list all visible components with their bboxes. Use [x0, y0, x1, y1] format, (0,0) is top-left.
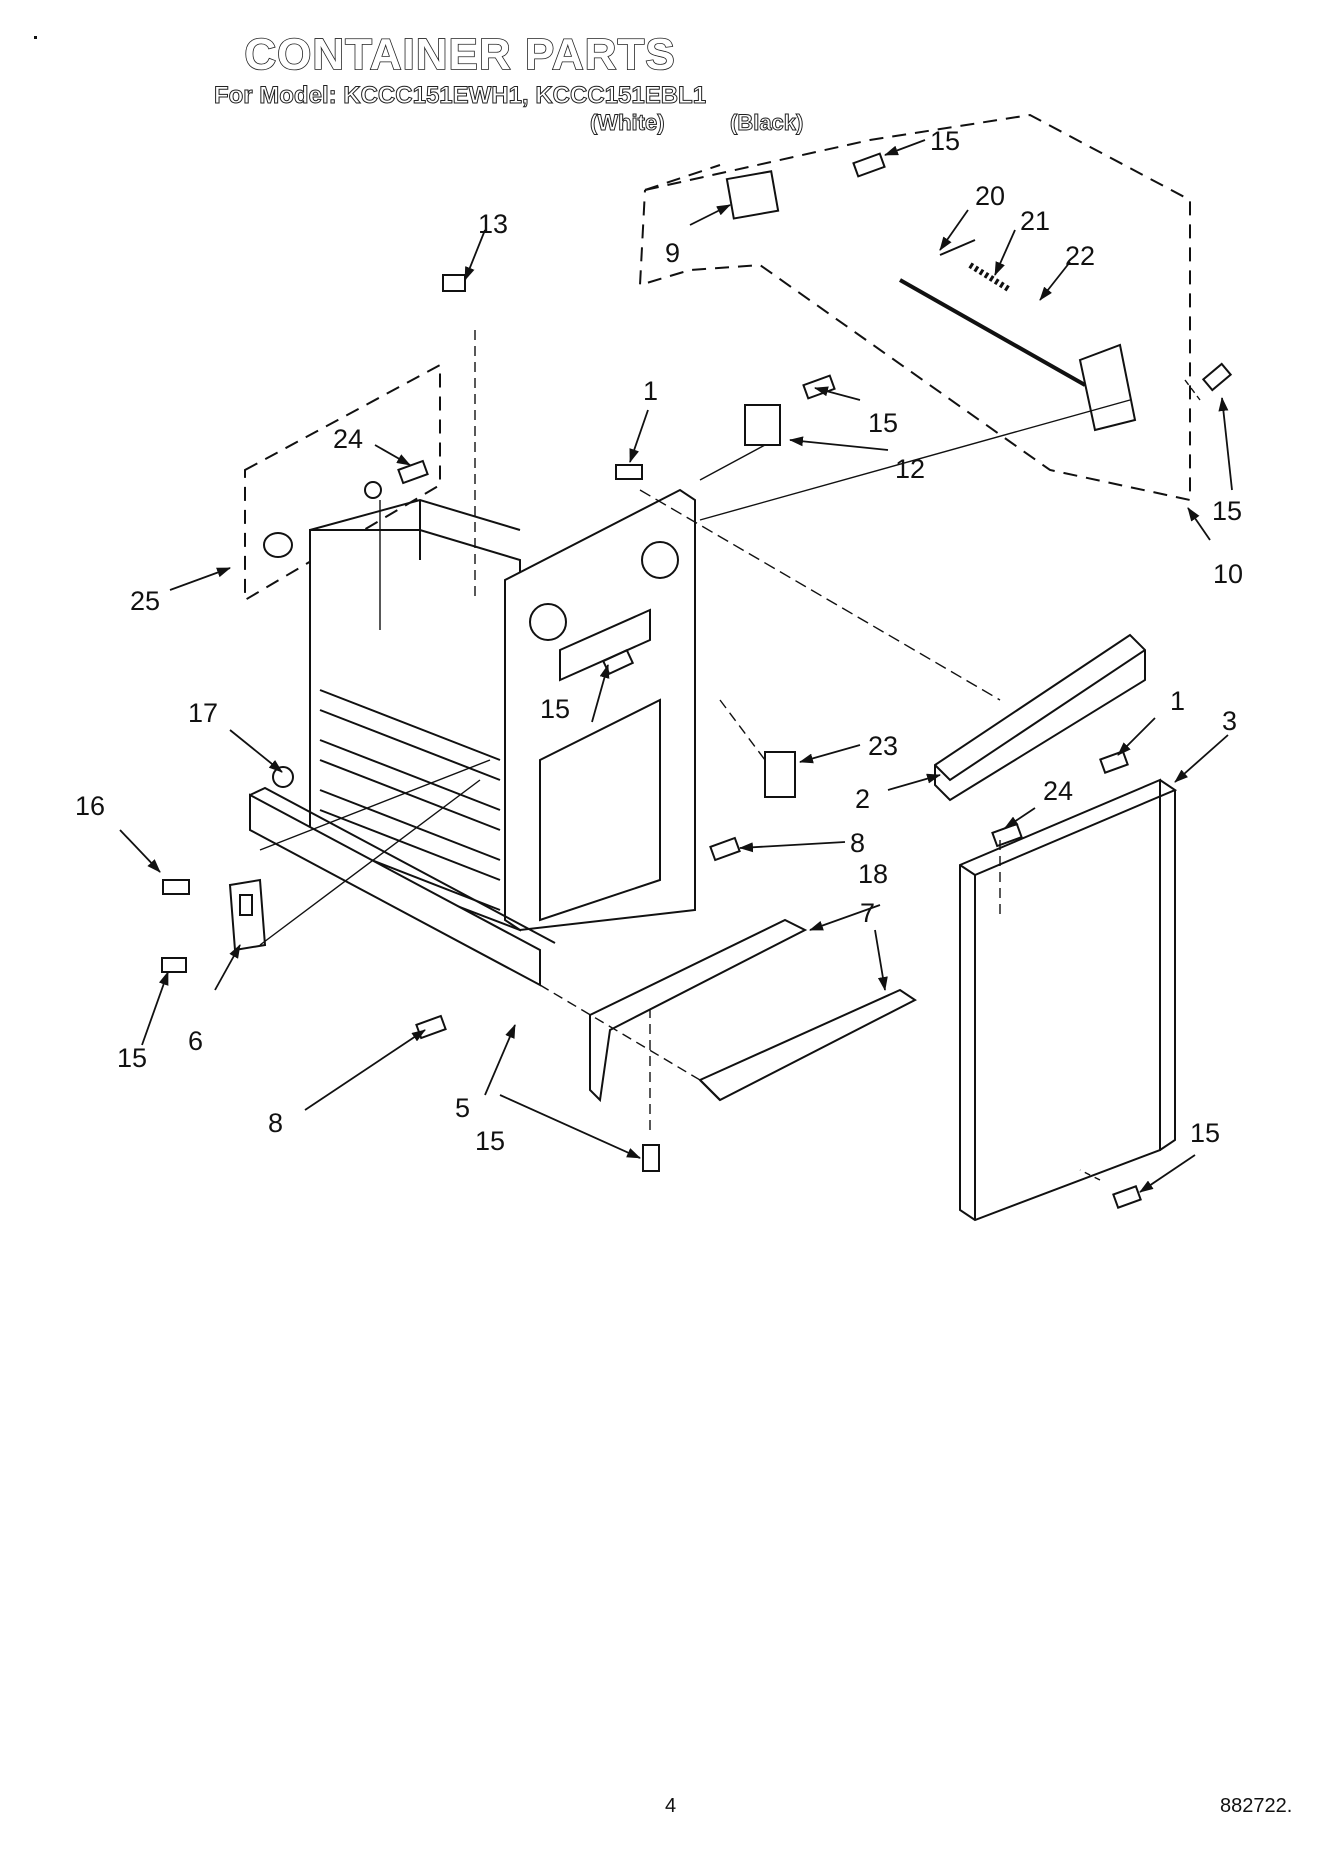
- callout-15: 15: [868, 408, 898, 438]
- document-number: 882722.: [1220, 1795, 1293, 1817]
- hinge-bracket-9: [725, 170, 780, 220]
- callout-18: 18: [858, 859, 888, 889]
- callout-15: 15: [475, 1126, 505, 1156]
- side-bracket: [228, 878, 267, 952]
- finish-black: (Black): [729, 110, 804, 136]
- callout-21: 21: [1020, 206, 1050, 236]
- page-number: 4: [665, 1795, 677, 1817]
- callout-17: 17: [188, 698, 218, 728]
- callout-5: 5: [455, 1093, 470, 1123]
- callout-22: 22: [1065, 241, 1095, 271]
- callout-10: 10: [1213, 559, 1243, 589]
- callout-15: 15: [1212, 496, 1242, 526]
- callout-7: 7: [860, 898, 875, 928]
- callout-labels: 15 20 21 22 9 13 1 15 12 24 15 10 25 15 …: [75, 126, 1243, 1156]
- callout-1: 1: [1170, 686, 1185, 716]
- finish-white: (White): [590, 110, 666, 136]
- callout-15: 15: [540, 694, 570, 724]
- callout-20: 20: [975, 181, 1005, 211]
- callout-3: 3: [1222, 706, 1237, 736]
- assembly-leaders: [259, 330, 1201, 1181]
- callout-8: 8: [268, 1108, 283, 1138]
- callout-8: 8: [850, 828, 865, 858]
- callout-24: 24: [1043, 776, 1073, 806]
- knob-25: [263, 532, 293, 558]
- callout-15: 15: [117, 1043, 147, 1073]
- hinge-rod-assembly: [899, 239, 1137, 432]
- washer-24: [364, 481, 382, 499]
- callout-13: 13: [478, 209, 508, 239]
- callout-23: 23: [868, 731, 898, 761]
- mount-bracket-12: [744, 404, 781, 446]
- callout-24: 24: [333, 424, 363, 454]
- drawer-bracket: [589, 918, 808, 1103]
- control-panel: [504, 488, 696, 932]
- door-panel: [959, 778, 1178, 1222]
- knob-group-dashed-box: [244, 363, 441, 602]
- top-trim: [934, 633, 1146, 802]
- header: CONTAINER PARTS For Model: KCCC151EWH1, …: [0, 29, 920, 140]
- callout-2: 2: [855, 784, 870, 814]
- callout-15: 15: [930, 126, 960, 156]
- callout-6: 6: [188, 1026, 203, 1056]
- speck-mark: [34, 36, 37, 39]
- page-title: CONTAINER PARTS: [244, 29, 676, 80]
- callout-15: 15: [1190, 1118, 1220, 1148]
- callout-arrows: [119, 139, 1233, 1193]
- callout-9: 9: [665, 238, 680, 268]
- mount-bracket-23: [764, 751, 796, 798]
- drawer-handle: [698, 988, 917, 1102]
- callout-25: 25: [130, 586, 160, 616]
- callout-16: 16: [75, 791, 105, 821]
- finish-row: (White) (Black): [0, 110, 920, 140]
- nut-17: [272, 766, 294, 788]
- callout-1: 1: [643, 376, 658, 406]
- model-subtitle: For Model: KCCC151EWH1, KCCC151EBL1: [213, 82, 707, 110]
- callout-12: 12: [895, 454, 925, 484]
- hinge-group-dashed-box: [638, 113, 1191, 502]
